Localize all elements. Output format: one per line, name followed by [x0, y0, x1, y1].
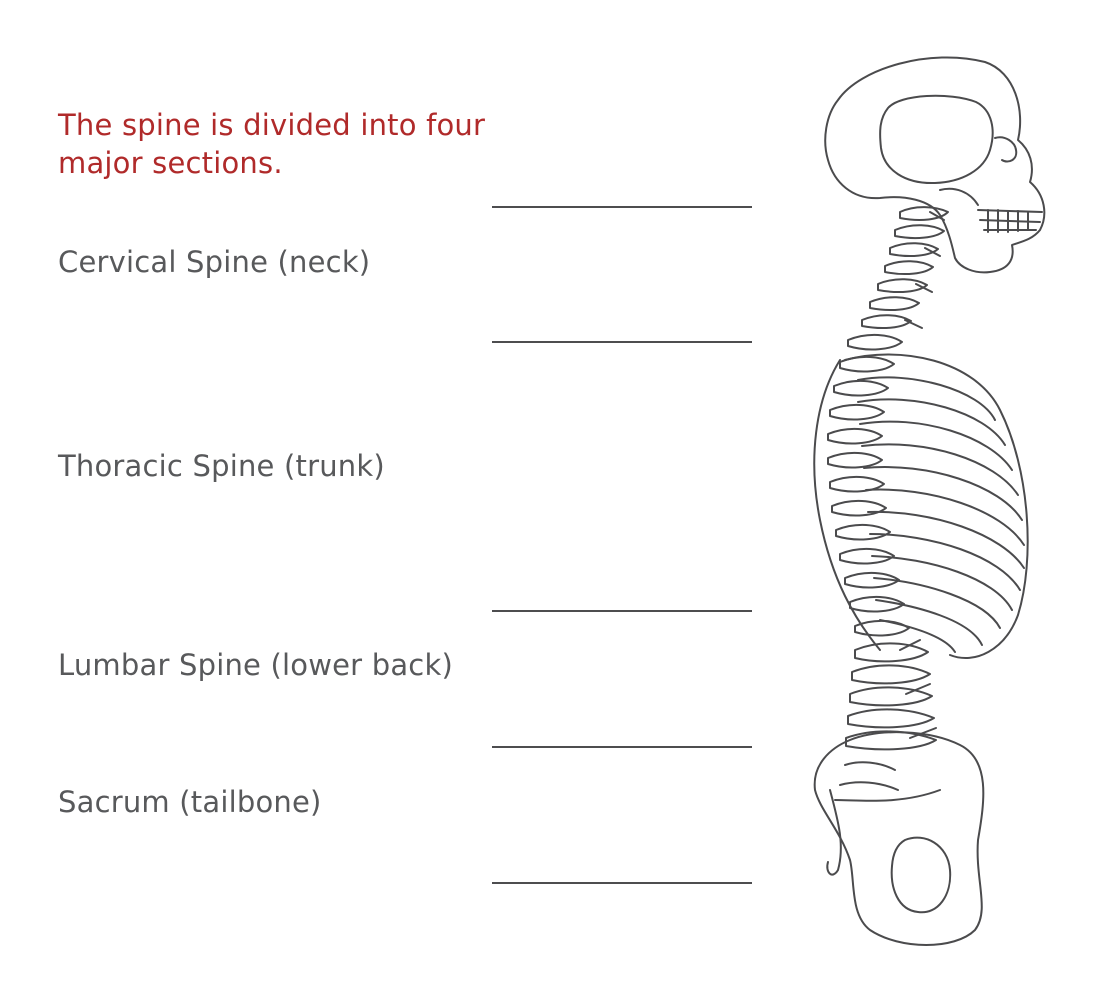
- divider-line-1: [492, 206, 752, 208]
- section-label-sacrum: Sacrum (tailbone): [58, 785, 322, 819]
- spine-skeleton-illustration: [813, 56, 1046, 946]
- section-label-thoracic: Thoracic Spine (trunk): [58, 449, 385, 483]
- lumbar-vertebrae: [845, 639, 937, 751]
- skull: [824, 56, 1046, 274]
- thoracic-vertebrae: [827, 334, 910, 637]
- divider-line-3: [492, 610, 752, 612]
- section-label-lumbar: Lumbar Spine (lower back): [58, 648, 453, 682]
- rib-cage: [813, 353, 1029, 660]
- divider-line-5: [492, 882, 752, 884]
- section-label-cervical: Cervical Spine (neck): [58, 245, 371, 279]
- pelvis-sacrum: [813, 731, 985, 946]
- divider-line-4: [492, 746, 752, 748]
- diagram-title: The spine is divided into four major sec…: [58, 108, 486, 180]
- divider-line-2: [492, 341, 752, 343]
- cervical-vertebrae: [861, 206, 949, 330]
